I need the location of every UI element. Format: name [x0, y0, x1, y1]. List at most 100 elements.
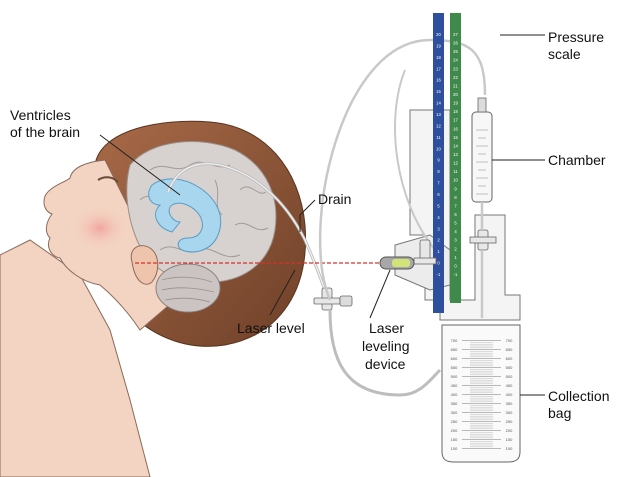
ventricles: [148, 178, 222, 253]
green-scale-tick-label: 14: [453, 143, 458, 148]
bag-tick-label: 500: [451, 374, 458, 379]
blue-scale-tick-label: 8: [437, 169, 440, 174]
green-scale-tick-label: 27: [453, 32, 458, 37]
blue-scale-tick-label: 5: [437, 203, 440, 208]
stopcock: [313, 287, 353, 311]
chamber-label: Chamber: [548, 152, 606, 168]
bag-tick-label: 600: [451, 356, 458, 361]
laser-level-label: Laser level: [237, 320, 305, 336]
green-scale-tick-label: 10: [453, 178, 458, 183]
bag-tick-label: 650: [506, 347, 513, 352]
collection-bag-label-line1: Collection: [548, 388, 609, 404]
bag-tick-label: 250: [451, 419, 458, 424]
green-scale-tick-label: 25: [453, 49, 458, 54]
tube-loop: [318, 38, 487, 301]
blue-scale-tick-label: 9: [437, 158, 440, 163]
blue-scale-tick-label: 14: [436, 101, 441, 106]
green-scale-tick-label: 6: [454, 212, 457, 217]
green-scale-tick-label: 2: [454, 246, 457, 251]
green-scale-tick-label: 17: [453, 118, 458, 123]
blue-scale-tick-label: 16: [436, 78, 441, 83]
blue-scale-tick-label: 7: [437, 181, 440, 186]
bag-tick-label: 650: [451, 347, 458, 352]
ventricles-label-line2: of the brain: [10, 124, 80, 140]
blue-scale-tick-label: 17: [436, 66, 441, 71]
neck: [0, 239, 151, 477]
green-scale-tick-label: 23: [453, 66, 458, 71]
blue-scale-tick-label: 2: [437, 238, 440, 243]
bag-tick-label: 550: [506, 365, 513, 370]
green-scale-tick-label: 0: [454, 263, 457, 268]
patient-head: [0, 120, 307, 477]
blue-scale-tick-label: 4: [437, 215, 440, 220]
bag-tick-label: 400: [451, 392, 458, 397]
green-scale-ticks: 2726252423222120191817161514131211109876…: [453, 32, 458, 277]
bag-tick-label: 400: [506, 392, 513, 397]
bag-tick-label: 350: [506, 401, 513, 406]
green-scale-tick-label: 18: [453, 109, 458, 114]
laser-device-label-line3: device: [365, 356, 406, 372]
green-scale-tick-label: -1: [454, 272, 458, 277]
cerebellum-lines: [161, 276, 215, 303]
green-scale-tick-label: 3: [454, 238, 457, 243]
bag-tick-label: 200: [506, 428, 513, 433]
bag-tick-label: 100: [506, 446, 513, 451]
green-scale-tick-label: 9: [454, 186, 457, 191]
laser-device-label-line1: Laser: [369, 320, 404, 336]
blue-scale-tick-label: 18: [436, 55, 441, 60]
bag-tick-label: 250: [506, 419, 513, 424]
green-scale-tick-label: 22: [453, 75, 458, 80]
chamber-cylinder: [471, 111, 493, 203]
blue-scale-tick-label: 15: [436, 89, 441, 94]
green-scale-tick-label: 1: [454, 255, 457, 260]
bag-tick-label: 300: [506, 410, 513, 415]
blue-scale-tick-label: 12: [436, 123, 441, 128]
cheek-blush: [72, 206, 128, 250]
bag-tick-label: 150: [451, 437, 458, 442]
eye: [97, 176, 119, 183]
drain-label: Drain: [318, 191, 351, 207]
green-scale-tick-label: 11: [453, 169, 458, 174]
green-pressure-scale: [450, 13, 461, 303]
green-scale-tick-label: 20: [453, 92, 458, 97]
ventricles-label-line1: Ventricles: [10, 107, 71, 123]
pressure-scale-label-line1: Pressure: [548, 29, 604, 45]
green-scale-tick-label: 26: [453, 41, 458, 46]
blue-scale-tick-label: 20: [436, 32, 441, 37]
laser-device-label-line2: leveling: [362, 338, 409, 354]
green-scale-tick-label: 5: [454, 221, 457, 226]
blue-scale-tick-label: 19: [436, 43, 441, 48]
bag-tick-label: 450: [506, 383, 513, 388]
blue-scale-tick-label: 10: [436, 146, 441, 151]
bag-tick-label: 550: [451, 365, 458, 370]
laser-leveling-device: [379, 256, 415, 270]
bag-tick-label: 350: [451, 401, 458, 406]
green-scale-tick-label: 16: [453, 126, 458, 131]
green-scale-tick-label: 21: [453, 83, 458, 88]
bag-tick-label: 200: [451, 428, 458, 433]
blue-pressure-scale: [433, 13, 444, 313]
bag-tick-label: 300: [451, 410, 458, 415]
bag-tick-label: 450: [451, 383, 458, 388]
bag-tick-label: 700: [506, 338, 513, 343]
blue-scale-tick-label: 3: [437, 226, 440, 231]
collection-bag: [441, 324, 521, 463]
bag-tick-label: 600: [506, 356, 513, 361]
blue-scale-tick-label: -1: [437, 272, 441, 277]
bag-tick-label: 150: [506, 437, 513, 442]
bag-tick-label: 100: [451, 446, 458, 451]
blue-scale-tick-label: 13: [436, 112, 441, 117]
green-scale-tick-label: 24: [453, 58, 458, 63]
green-scale-tick-label: 7: [454, 203, 457, 208]
blue-scale-tick-label: 6: [437, 192, 440, 197]
pressure-scale-label-line2: scale: [548, 46, 581, 62]
drain-tube-lower: [328, 309, 442, 397]
ear: [130, 245, 159, 285]
green-scale-tick-label: 13: [453, 152, 458, 157]
green-scale-tick-label: 4: [454, 229, 457, 234]
